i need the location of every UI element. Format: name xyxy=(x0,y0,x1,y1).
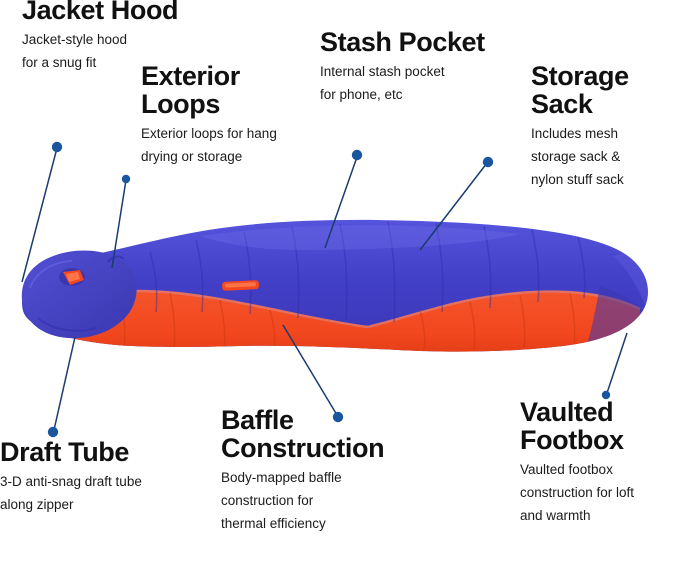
leader-dot-baffle-construction xyxy=(332,411,344,423)
callout-body-draft-tube: 3-D anti-snag draft tube along zipper xyxy=(0,474,142,512)
callout-body-jacket-hood: Jacket-style hood for a snug fit xyxy=(22,32,128,70)
callout-title-stash-pocket: Stash Pocket xyxy=(320,27,485,57)
stash-pocket-zipper xyxy=(221,280,260,291)
callout-jacket-hood: Jacket Hood Jacket-style hood for a snug… xyxy=(22,0,282,74)
leader-line-stash-pocket xyxy=(324,156,358,249)
sleeping-bag-body xyxy=(21,219,648,352)
callout-title-jacket-hood: Jacket Hood xyxy=(22,0,179,25)
callout-draft-tube: Draft Tube 3-D anti-snag draft tube alon… xyxy=(0,438,220,516)
leader-line-exterior-loops xyxy=(111,179,127,269)
callout-title-exterior-loops: Exterior Loops xyxy=(141,61,240,120)
callout-body-stash-pocket: Internal stash pocket for phone, etc xyxy=(320,64,445,102)
leader-line-vaulted-footbox xyxy=(606,332,628,394)
callout-stash-pocket: Stash Pocket Internal stash pocket for p… xyxy=(320,28,530,106)
callout-body-vaulted-footbox: Vaulted footbox construction for loft an… xyxy=(520,462,635,523)
leader-dot-exterior-loops xyxy=(121,174,131,184)
leader-dot-stash-pocket xyxy=(351,149,363,161)
callout-body-baffle-construction: Body-mapped baffle construction for ther… xyxy=(221,470,342,531)
leader-lines xyxy=(21,147,628,431)
callout-body-storage-sack: Includes mesh storage sack & nylon stuff… xyxy=(531,126,624,187)
callout-exterior-loops: Exterior Loops Exterior loops for hang d… xyxy=(141,62,351,169)
leader-line-jacket-hood xyxy=(21,147,58,283)
leader-dot-draft-tube xyxy=(47,426,59,438)
leader-line-draft-tube xyxy=(53,336,76,431)
leader-line-storage-sack xyxy=(419,162,488,251)
callout-title-draft-tube: Draft Tube xyxy=(0,437,129,467)
leader-dot-vaulted-footbox xyxy=(601,390,611,400)
exterior-loops-detail xyxy=(107,255,125,263)
leader-dot-storage-sack xyxy=(482,156,494,168)
callout-body-exterior-loops: Exterior loops for hang drying or storag… xyxy=(141,126,277,164)
callout-title-baffle-construction: Baffle Construction xyxy=(221,405,385,464)
callout-vaulted-footbox: Vaulted Footbox Vaulted footbox construc… xyxy=(520,398,679,527)
callout-baffle-construction: Baffle Construction Body-mapped baffle c… xyxy=(221,406,451,535)
leader-line-baffle-construction xyxy=(282,324,338,416)
hood-cinch-detail xyxy=(59,268,85,286)
callout-title-vaulted-footbox: Vaulted Footbox xyxy=(520,397,624,456)
callout-title-storage-sack: Storage Sack xyxy=(531,61,629,120)
leader-dot-jacket-hood xyxy=(51,141,63,153)
callout-storage-sack: Storage Sack Includes mesh storage sack … xyxy=(531,62,679,191)
leader-dots xyxy=(47,141,611,438)
